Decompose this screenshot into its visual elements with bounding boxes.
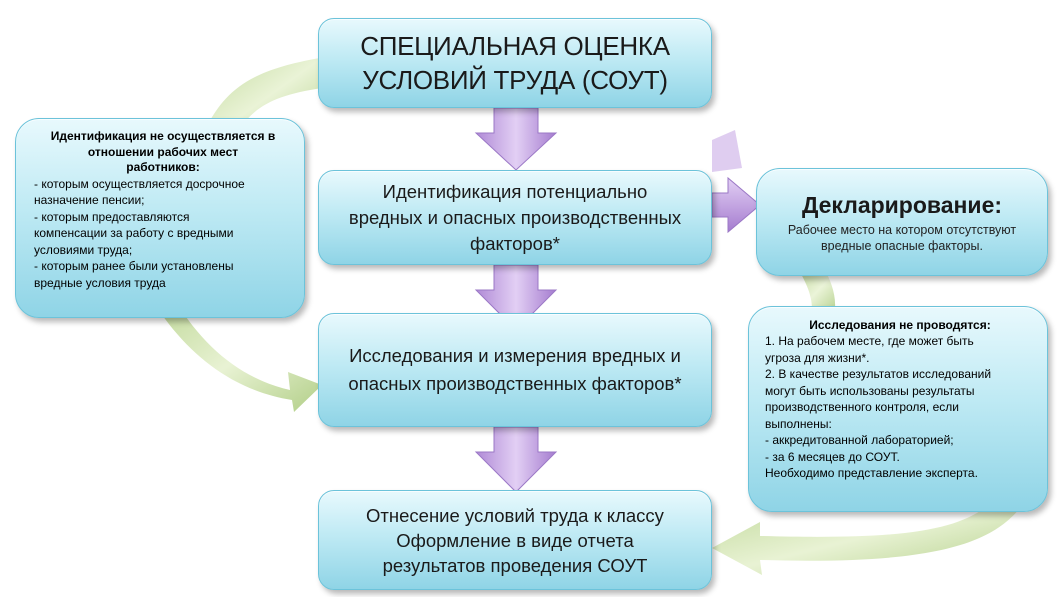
arrow-down-icon	[474, 426, 558, 493]
identification-line: факторов*	[470, 232, 560, 254]
no-identification-line: - которым предоставляются	[34, 209, 190, 224]
no-identification-list: - которым осуществляется досрочное назна…	[34, 176, 292, 292]
no-identification-line: назначение пенсии;	[34, 193, 145, 207]
no-identification-line: вредные условия труда	[34, 275, 166, 290]
identification-line: вредных и опасных производственных	[348, 206, 682, 228]
declaration-line: Рабочее место на котором отсутствуют	[787, 223, 1017, 237]
classification-box: Отнесение условий труда к классу Оформле…	[318, 490, 712, 590]
no-identification-line: условиями труда;	[34, 242, 133, 257]
no-identification-heading-line: работников:	[126, 160, 200, 174]
declaration-heading: Декларирование:	[801, 192, 1003, 218]
no-research-line: выполнены:	[765, 416, 832, 431]
research-line: опасных производственных факторов*	[348, 373, 682, 394]
arrow-right-icon	[711, 176, 761, 234]
no-identification-line: - которым осуществляется досрочное	[34, 176, 245, 191]
arrow-right-icon	[712, 130, 742, 172]
no-research-line: 1. На рабочем месте, где может быть	[765, 334, 974, 348]
identification-box: Идентификация потенциально вредных и опа…	[318, 170, 712, 265]
title-line: СПЕЦИАЛЬНАЯ ОЦЕНКА	[360, 31, 670, 61]
no-identification-line: компенсации за работу с вредными	[34, 226, 234, 240]
no-research-line: - аккредитованной лабораторией;	[765, 433, 954, 447]
no-research-heading: Исследования не проводятся:	[809, 318, 991, 332]
classification-line: Оформление в виде отчета	[396, 529, 634, 551]
no-research-line: 2. В качестве результатов исследований	[765, 367, 992, 381]
classification-line: результатов проведения СОУТ	[382, 554, 648, 576]
no-identification-heading-line: отношении рабочих мест	[87, 144, 239, 159]
title-text: СПЕЦИАЛЬНАЯ ОЦЕНКА УСЛОВИЙ ТРУДА (СОУТ)	[360, 29, 670, 97]
identification-text: Идентификация потенциально вредных и опа…	[349, 179, 681, 257]
declaration-box: Декларирование: Рабочее место на котором…	[756, 168, 1048, 276]
declaration-text: Рабочее место на котором отсутствуют вре…	[788, 222, 1016, 254]
arrow-down-icon	[474, 264, 558, 331]
no-identification-heading: Идентификация не осуществляется в отноше…	[34, 129, 292, 176]
research-text: Исследования и измерения вредных и опасн…	[348, 342, 681, 398]
no-research-line: производственного контроля, если	[765, 400, 959, 414]
classification-line: Отнесение условий труда к классу	[366, 504, 664, 526]
no-identification-heading-line: Идентификация не осуществляется в	[50, 129, 276, 143]
no-identification-box: Идентификация не осуществляется в отноше…	[15, 118, 305, 318]
no-research-line: - за 6 месяцев до СОУТ.	[765, 449, 900, 464]
title-box: СПЕЦИАЛЬНАЯ ОЦЕНКА УСЛОВИЙ ТРУДА (СОУТ)	[318, 18, 712, 108]
no-research-line: угроза для жизни*.	[765, 350, 870, 365]
title-line: УСЛОВИЙ ТРУДА (СОУТ)	[362, 65, 668, 95]
identification-line: Идентификация потенциально	[382, 180, 648, 202]
declaration-line: вредные опасные факторы.	[821, 239, 983, 253]
no-research-box: Исследования не проводятся: 1. На рабоче…	[748, 306, 1048, 512]
classification-text: Отнесение условий труда к классу Оформле…	[366, 503, 664, 578]
curved-arrow-icon	[712, 498, 1020, 575]
research-line: Исследования и измерения вредных и	[349, 345, 681, 366]
arrow-down-icon	[474, 107, 558, 171]
no-research-line: Необходимо представление эксперта.	[765, 466, 978, 480]
no-research-list: 1. На рабочем месте, где может быть угро…	[765, 333, 1035, 482]
research-box: Исследования и измерения вредных и опасн…	[318, 313, 712, 427]
no-research-line: могут быть использованы результаты	[765, 383, 975, 398]
curved-arrow-icon	[800, 272, 836, 310]
no-identification-line: - которым ранее были установлены	[34, 259, 234, 273]
